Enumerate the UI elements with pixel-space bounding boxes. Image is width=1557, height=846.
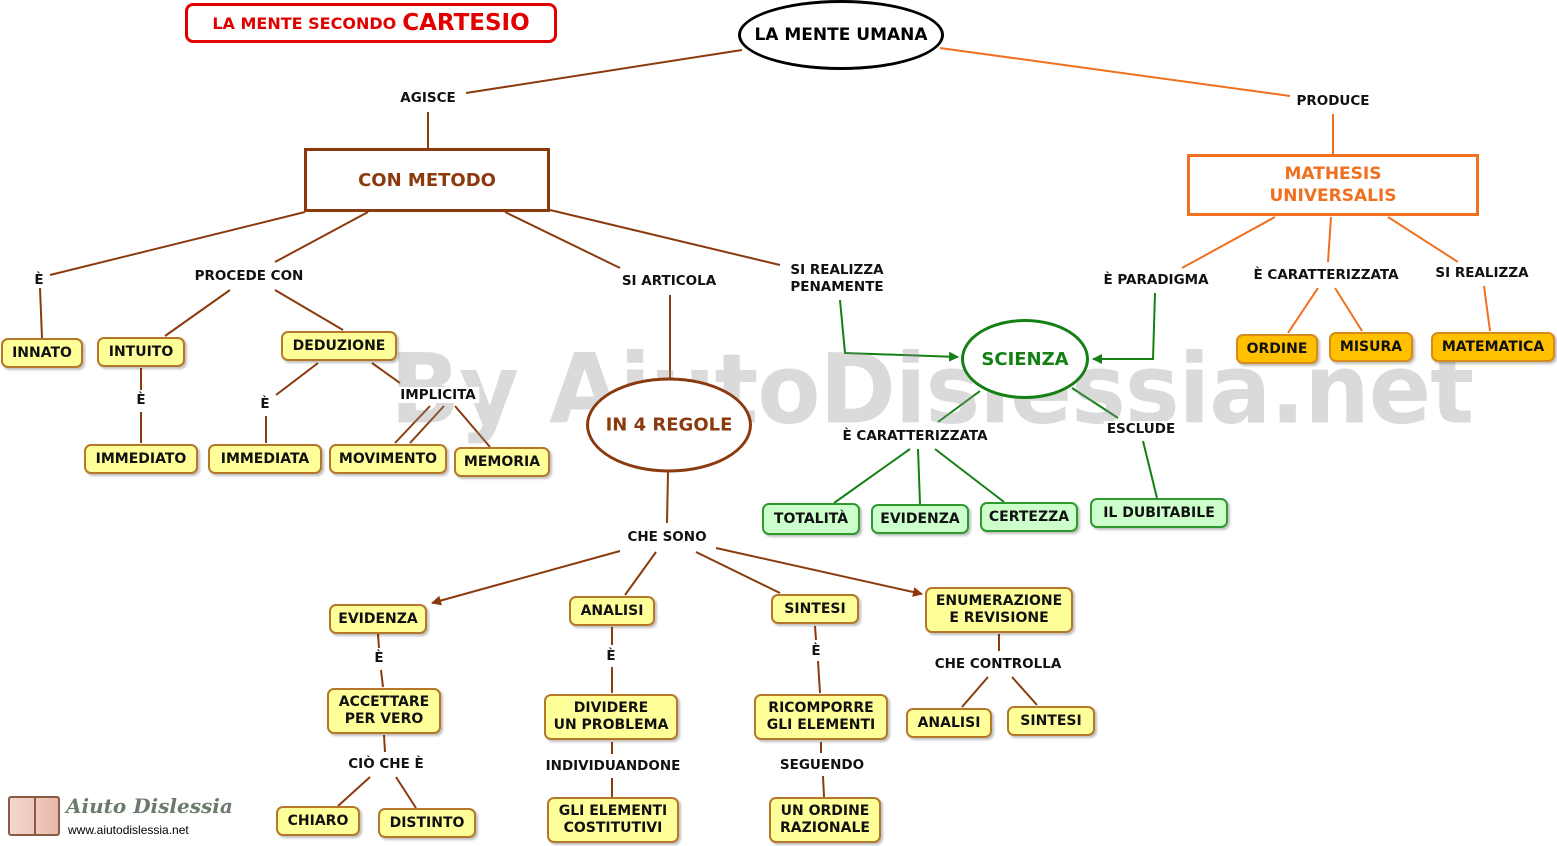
node-in-4-regole[interactable]: IN 4 REGOLE xyxy=(586,377,752,473)
node-sintesi[interactable]: SINTESI xyxy=(771,594,859,624)
label-implicita: IMPLICITA xyxy=(397,387,479,403)
node-mente-umana[interactable]: LA MENTE UMANA xyxy=(738,0,944,70)
label-e-analisi: È xyxy=(603,648,619,664)
label-seguendo: SEGUENDO xyxy=(776,757,868,773)
title-prefix: LA MENTE SECONDO xyxy=(212,13,397,33)
label-si-realizza: SI REALIZZA xyxy=(1432,265,1532,281)
node-matematica[interactable]: MATEMATICA xyxy=(1431,332,1555,362)
label-e-innato: È xyxy=(31,272,47,288)
label-produce: PRODUCE xyxy=(1293,93,1373,109)
label-e-paradigma: È PARADIGMA xyxy=(1100,272,1212,288)
node-memoria[interactable]: MEMORIA xyxy=(454,447,550,477)
node-dividere-problema[interactable]: DIVIDERE UN PROBLEMA xyxy=(544,694,678,740)
label-agisce: AGISCE xyxy=(397,90,459,106)
label-cio-che-e: CIÒ CHE È xyxy=(345,756,427,772)
node-evidenza[interactable]: EVIDENZA xyxy=(329,604,427,634)
logo-name: Aiuto Dislessia xyxy=(66,794,233,818)
node-evidenza-scienza[interactable]: EVIDENZA xyxy=(871,504,969,534)
label-e-evidenza: È xyxy=(371,650,387,666)
label-e-deduzione: È xyxy=(257,396,273,412)
node-analisi[interactable]: ANALISI xyxy=(569,596,655,626)
label-e-intuito: È xyxy=(133,392,149,408)
node-totalita[interactable]: TOTALITÀ xyxy=(762,503,860,535)
node-scienza[interactable]: SCIENZA xyxy=(961,319,1089,399)
node-elementi-costitutivi[interactable]: GLI ELEMENTI COSTITUTIVI xyxy=(547,797,679,843)
map-title: LA MENTE SECONDO CARTESIO xyxy=(185,3,557,43)
node-immediata[interactable]: IMMEDIATA xyxy=(208,444,322,474)
node-movimento[interactable]: MOVIMENTO xyxy=(329,444,447,474)
node-innato[interactable]: INNATO xyxy=(1,338,83,368)
node-il-dubitabile[interactable]: IL DUBITABILE xyxy=(1090,498,1228,528)
label-esclude: ESCLUDE xyxy=(1103,421,1179,437)
node-chiaro[interactable]: CHIARO xyxy=(276,806,360,836)
label-si-realizza-penamente: SI REALIZZA PENAMENTE xyxy=(787,262,887,296)
book-icon xyxy=(8,796,60,836)
label-e-caratterizzata-mathesis: È CARATTERIZZATA xyxy=(1250,267,1402,283)
node-con-metodo[interactable]: CON METODO xyxy=(304,148,550,212)
node-certezza[interactable]: CERTEZZA xyxy=(980,502,1078,532)
node-sintesi-2[interactable]: SINTESI xyxy=(1007,706,1095,736)
label-si-articola: SI ARTICOLA xyxy=(618,273,720,289)
node-intuito[interactable]: INTUITO xyxy=(97,337,185,367)
node-ordine[interactable]: ORDINE xyxy=(1236,334,1318,364)
node-analisi-2[interactable]: ANALISI xyxy=(906,708,992,738)
node-deduzione[interactable]: DEDUZIONE xyxy=(281,331,397,361)
node-ricomporre-elementi[interactable]: RICOMPORRE GLI ELEMENTI xyxy=(754,694,888,740)
node-mathesis-universalis[interactable]: MATHESIS UNIVERSALIS xyxy=(1187,154,1479,216)
node-immediato[interactable]: IMMEDIATO xyxy=(84,444,198,474)
aiutodislessia-logo[interactable]: Aiuto Dislessia www.aiutodislessia.net xyxy=(8,794,233,842)
label-individuandone: INDIVIDUANDONE xyxy=(542,758,684,774)
logo-url: www.aiutodislessia.net xyxy=(68,823,189,837)
node-misura[interactable]: MISURA xyxy=(1329,332,1413,362)
label-che-sono: CHE SONO xyxy=(624,529,710,545)
node-accettare-per-vero[interactable]: ACCETTARE PER VERO xyxy=(327,688,441,734)
node-ordine-razionale[interactable]: UN ORDINE RAZIONALE xyxy=(769,797,881,843)
node-distinto[interactable]: DISTINTO xyxy=(378,808,476,838)
title-main: CARTESIO xyxy=(402,10,530,36)
label-che-controlla: CHE CONTROLLA xyxy=(931,656,1065,672)
node-enumerazione[interactable]: ENUMERAZIONE E REVISIONE xyxy=(925,587,1073,633)
label-procede-con: PROCEDE CON xyxy=(191,268,307,284)
label-e-sintesi: È xyxy=(808,643,824,659)
label-e-caratterizzata-scienza: È CARATTERIZZATA xyxy=(839,428,991,444)
